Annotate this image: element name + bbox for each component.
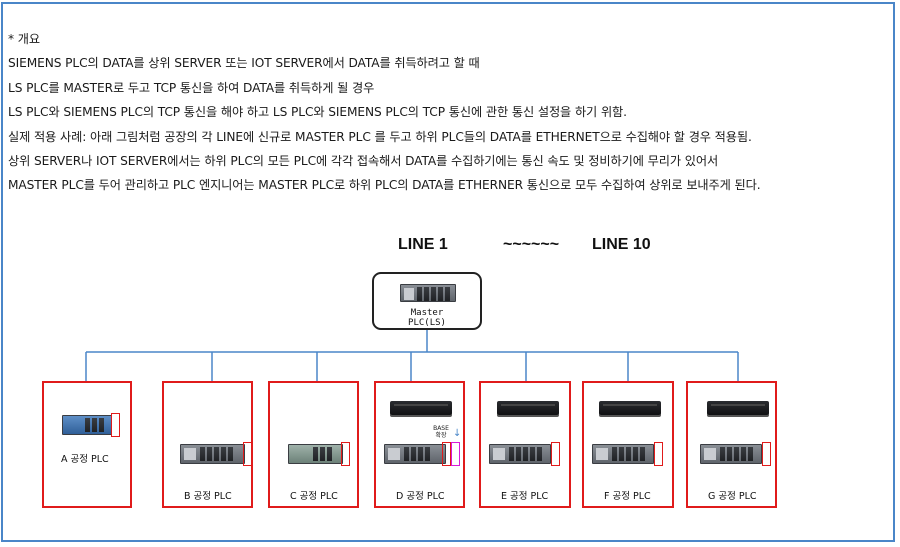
overview-line-6: MASTER PLC를 두어 관리하고 PLC 엔지니어는 MASTER PLC…	[8, 178, 761, 193]
overview-heading: * 개요	[8, 32, 40, 46]
arrow-down-icon: ↓	[453, 428, 462, 439]
master-plc-icon	[400, 284, 456, 302]
comm-module-highlight	[243, 442, 252, 466]
master-label-line-2: PLC(LS)	[408, 318, 446, 328]
station-b: B 공정 PLC	[162, 381, 253, 508]
station-g: G 공정 PLC	[686, 381, 777, 508]
ethernet-switch-icon	[599, 401, 661, 415]
overview-line-1: SIEMENS PLC의 DATA를 상위 SERVER 또는 IOT SERV…	[8, 56, 480, 71]
station-e: E 공정 PLC	[479, 381, 571, 508]
extension-module-highlight	[451, 442, 460, 466]
station-c: C 공정 PLC	[268, 381, 359, 508]
comm-module-highlight	[654, 442, 663, 466]
station-a: A 공정 PLC	[42, 381, 132, 508]
station-g-label: G 공정 PLC	[708, 491, 757, 502]
overview-line-4: 실제 적용 사례: 아래 그림처럼 공장의 각 LINE에 신규로 MASTER…	[8, 129, 752, 144]
station-c-label: C 공정 PLC	[290, 491, 338, 502]
siemens-plc-icon	[180, 444, 245, 464]
line-range-tilde: ~~~~~~	[503, 236, 560, 253]
line-10-header: LINE 10	[592, 236, 651, 253]
master-plc-box: Master PLC(LS)	[372, 272, 482, 330]
overview-line-3: LS PLC와 SIEMENS PLC의 TCP 통신을 해야 하고 LS PL…	[8, 105, 627, 120]
siemens-plc-icon	[384, 444, 446, 464]
base-extension-label-2: 확장	[435, 432, 447, 439]
comm-module-highlight	[111, 413, 120, 437]
ethernet-switch-icon	[390, 401, 452, 415]
siemens-plc-icon	[288, 444, 343, 464]
ethernet-switch-icon	[497, 401, 559, 415]
comm-module-highlight	[442, 442, 451, 466]
siemens-plc-icon	[489, 444, 551, 464]
station-d-label: D 공정 PLC	[396, 491, 445, 502]
overview-line-5: 상위 SERVER나 IOT SERVER에서는 하위 PLC의 모든 PLC에…	[8, 153, 719, 168]
station-e-label: E 공정 PLC	[501, 491, 549, 502]
station-f: F 공정 PLC	[582, 381, 674, 508]
comm-module-highlight	[341, 442, 350, 466]
siemens-plc-icon	[592, 444, 654, 464]
comm-module-highlight	[762, 442, 771, 466]
overview-text: * 개요 SIEMENS PLC의 DATA를 상위 SERVER 또는 IOT…	[8, 27, 893, 198]
comm-module-highlight	[551, 442, 560, 466]
station-a-label: A 공정 PLC	[61, 454, 109, 465]
ethernet-switch-icon	[707, 401, 769, 415]
base-extension-label-1: BASE	[433, 425, 449, 432]
master-label-line-1: Master	[410, 308, 444, 318]
station-d: BASE 확장 ↓ D 공정 PLC	[374, 381, 465, 508]
siemens-plc-icon	[62, 415, 112, 435]
overview-line-2: LS PLC를 MASTER로 두고 TCP 통신을 하여 DATA를 취득하게…	[8, 80, 375, 95]
siemens-plc-icon	[700, 444, 762, 464]
line-1-header: LINE 1	[398, 236, 448, 253]
station-b-label: B 공정 PLC	[184, 491, 232, 502]
station-f-label: F 공정 PLC	[604, 491, 651, 502]
